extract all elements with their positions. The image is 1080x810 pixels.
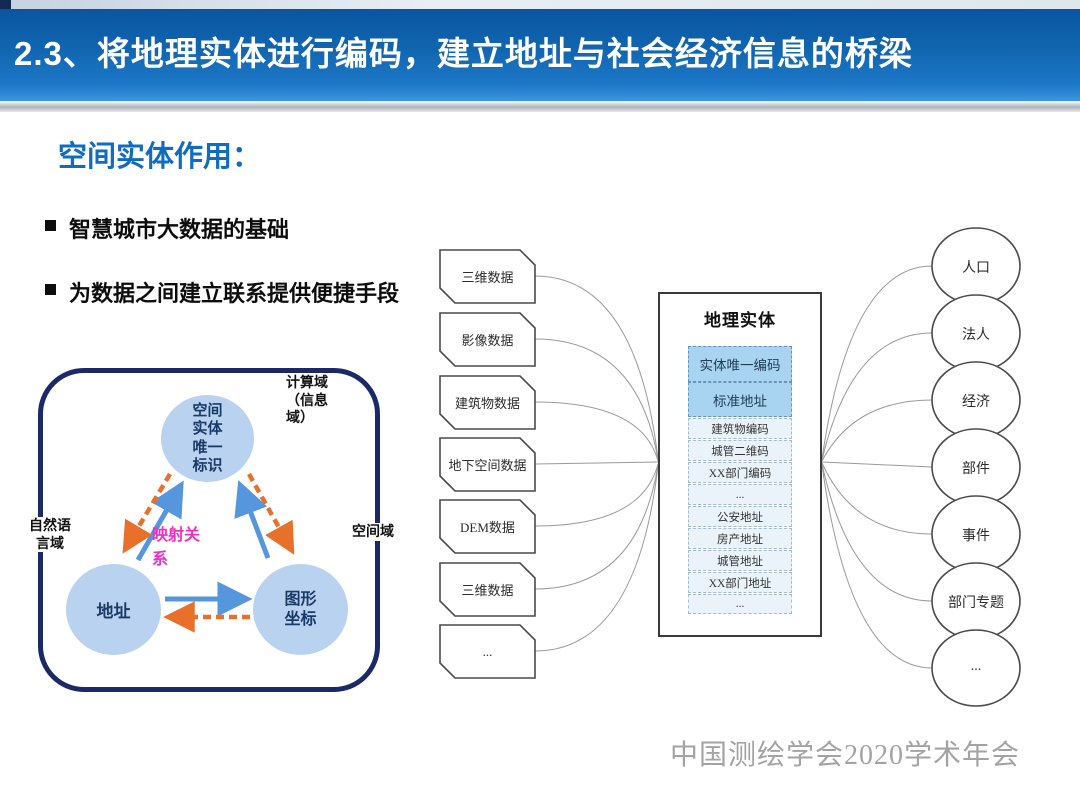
theme-label: 部门专题 [948,596,1004,611]
geographic-entity-box: 地理实体 实体唯一编码 标准地址 建筑物编码 城管二维码 XX部门编码 ... … [658,292,822,637]
entity-row: 建筑物编码 [688,418,792,439]
header-divider-strip [0,101,1080,112]
theme-label: 人口 [962,261,990,276]
data-source-label: 建筑物数据 [454,396,520,411]
top-edge-strip [0,0,1080,9]
section-heading: 空间实体作用： [58,141,262,173]
entity-row: XX部门编码 [688,462,792,483]
data-source-shapes [439,249,536,679]
conference-watermark: 中国测绘学会2020学术年会 [669,740,1020,771]
theme-label: 经济 [962,395,990,410]
bullet-text: 为数据之间建立联系提供便捷手段 [69,281,400,306]
mapping-arrows [122,472,295,633]
standard-address-row: 标准地址 [688,382,792,417]
mapping-relation-label: 映射关 系 [152,527,201,568]
bullet-square-icon [45,220,56,231]
slide-header: 2.3、将地理实体进行编码，建立地址与社会经济信息的桥梁 [0,9,1080,101]
data-source-label: 地下空间数据 [448,458,527,473]
slide-title: 2.3、将地理实体进行编码，建立地址与社会经济信息的桥梁 [14,35,913,72]
entity-row: ... [688,594,792,614]
left-connector-curves [534,275,659,652]
bullet-item: 智慧城市大数据的基础 [45,212,289,244]
theme-label: 部件 [962,462,990,477]
theme-label: 法人 [962,328,990,343]
data-source-label: DEM数据 [460,520,515,535]
entity-box-title: 地理实体 [704,311,776,330]
theme-label: 事件 [962,529,990,544]
unique-id-circle: 空间 实体 唯一 标识 [161,395,254,482]
graphic-coordinates-circle: 图形 坐标 [253,564,348,655]
bullet-item: 为数据之间建立联系提供便捷手段 [45,276,399,308]
entity-row: ... [688,484,792,505]
theme-circle-shapes [931,227,1021,707]
entity-row: 房产地址 [688,528,792,549]
spatial-domain-label: 空间域 [346,523,400,541]
entity-row: XX部门地址 [688,572,792,593]
theme-label: ... [970,659,982,674]
data-source-label: 三维数据 [461,270,514,285]
data-source-label: 三维数据 [461,583,514,598]
corner-accent-block [0,0,11,15]
right-connector-curves [821,265,933,669]
address-circle: 地址 [66,564,161,655]
computing-domain-label: 计算域 （信息 域） [286,374,328,425]
data-source-label: 影像数据 [461,333,514,348]
entity-code-row: 实体唯一编码 [688,346,792,382]
bullet-text: 智慧城市大数据的基础 [69,217,290,242]
natural-language-domain-label: 自然语 言域 [24,517,76,552]
data-source-label: ... [482,643,493,659]
bullet-square-icon [45,284,56,295]
entity-row: 公安地址 [688,506,792,527]
entity-row: 城管地址 [688,550,792,571]
entity-row: 城管二维码 [688,440,792,461]
